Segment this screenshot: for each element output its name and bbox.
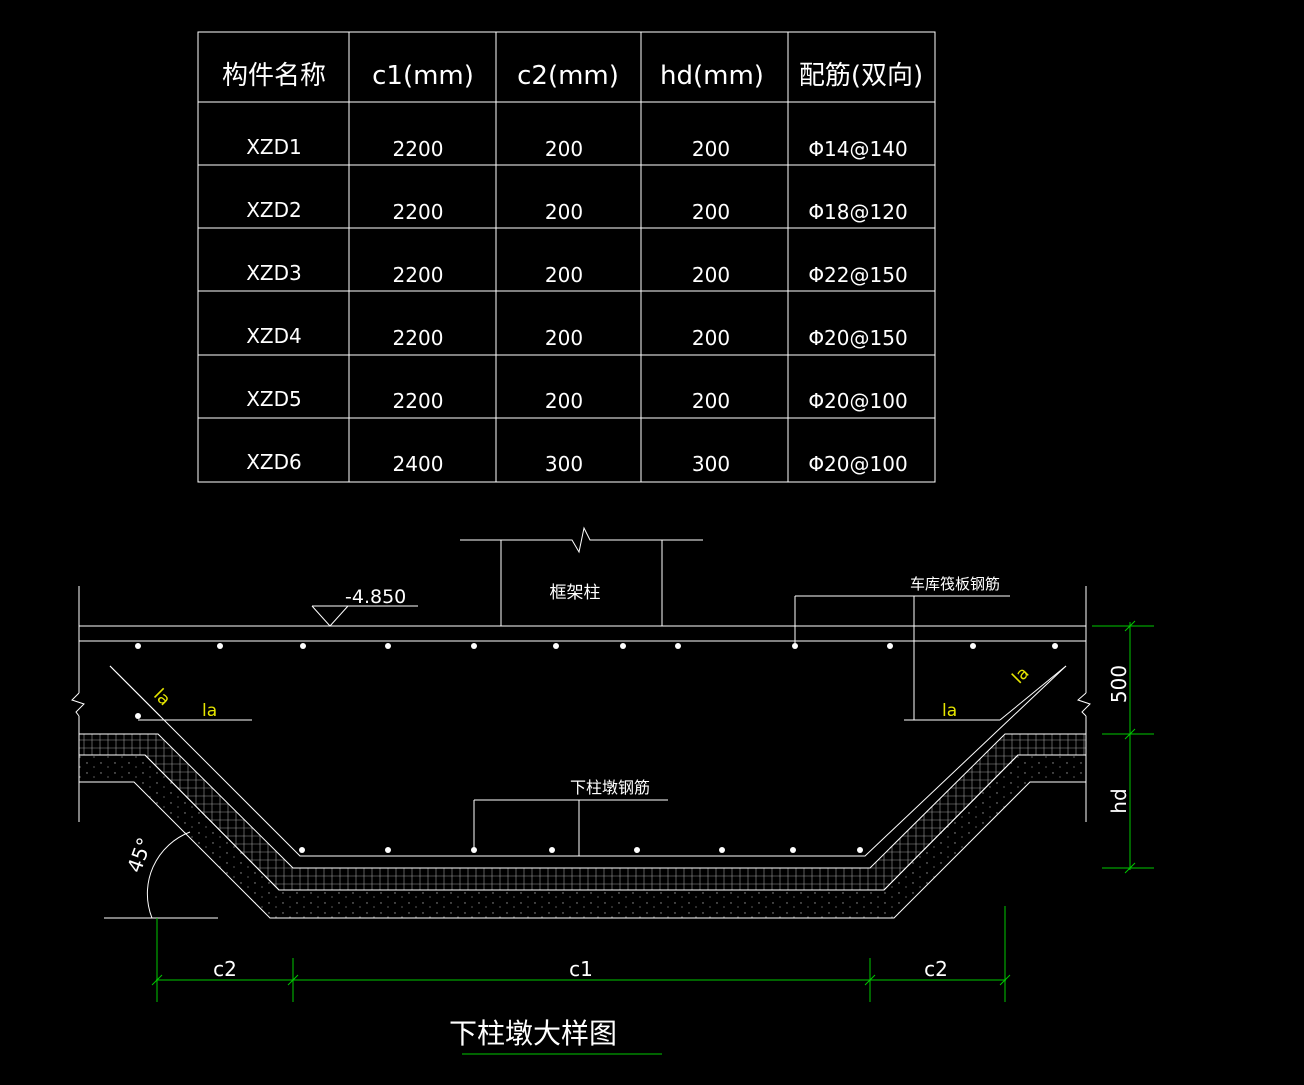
rebar-table: 构件名称 c1(mm) c2(mm) hd(mm) 配筋(双向) XZD1 22…	[197, 31, 936, 483]
table-cell: 2200	[393, 137, 444, 161]
anchorage-label: la	[149, 685, 174, 710]
pier-rebar-leader: 下柱墩钢筋	[473, 778, 668, 856]
table-cell: 200	[545, 200, 583, 224]
table-header-c2: c2(mm)	[517, 61, 619, 91]
anchorage-label: la	[1009, 663, 1034, 688]
table-header-rebar: 配筋(双向)	[799, 61, 923, 91]
table-cell: 300	[545, 452, 583, 476]
table-cell: 200	[545, 137, 583, 161]
table-header-hd: hd(mm)	[660, 61, 764, 91]
table-cell: 200	[692, 389, 730, 413]
table-cell: Φ20@150	[808, 326, 907, 350]
drawing-title-text: 下柱墩大样图	[449, 1017, 617, 1050]
concrete-layer	[78, 754, 1087, 919]
table-cell: XZD4	[246, 324, 302, 348]
dim-c2-left: c2	[213, 957, 237, 981]
slab-rebar-dots	[135, 643, 1058, 719]
table-cell: 2200	[393, 263, 444, 287]
table-cell: Φ20@100	[808, 389, 907, 413]
table-cell: XZD1	[246, 135, 302, 159]
dim-slab-thickness: 500	[1107, 665, 1131, 703]
table-cell: 2400	[393, 452, 444, 476]
table-header-c1: c1(mm)	[372, 61, 474, 91]
table-cell: Φ22@150	[808, 263, 907, 287]
table-header-name: 构件名称	[222, 61, 326, 91]
drawing-title: 下柱墩大样图	[449, 1017, 662, 1055]
table-cell: 200	[692, 200, 730, 224]
table-cell: Φ18@120	[808, 200, 907, 224]
anchorage-right: la la	[904, 596, 1067, 721]
table-cell: XZD2	[246, 198, 302, 222]
elevation-marker: -4.850	[311, 586, 418, 627]
table-cell: 2200	[393, 389, 444, 413]
anchorage-left: la la	[138, 685, 252, 721]
pier-rebar-label: 下柱墩钢筋	[570, 778, 650, 797]
vertical-dimensions: 500 hd	[1092, 620, 1154, 874]
table-cell: 200	[692, 326, 730, 350]
column: 框架柱	[460, 526, 703, 626]
table-cell: 2200	[393, 326, 444, 350]
table-cell: 200	[692, 263, 730, 287]
anchorage-label: la	[942, 701, 957, 721]
table-cell: XZD3	[246, 261, 302, 285]
anchorage-label: la	[202, 701, 217, 721]
pier-detail: 框架柱 -4.850	[71, 526, 1154, 1055]
slab-rebar-leader: 车库筏板钢筋	[794, 575, 1010, 646]
horizontal-dimensions: c2 c1 c2	[151, 906, 1011, 1002]
pier-rebar-dots	[299, 847, 863, 853]
slab-rebar-label: 车库筏板钢筋	[910, 575, 1000, 593]
table-cell: 200	[545, 263, 583, 287]
pier-rebar-line	[109, 665, 1067, 857]
column-label: 框架柱	[550, 583, 601, 603]
table-cell: XZD5	[246, 387, 302, 411]
table-cell: Φ14@140	[808, 137, 907, 161]
dim-c2-right: c2	[924, 957, 948, 981]
dim-c1: c1	[569, 957, 593, 981]
table-cell: XZD6	[246, 450, 302, 474]
table-cell: Φ20@100	[808, 452, 907, 476]
table-cell: 200	[545, 389, 583, 413]
table-cell: 2200	[393, 200, 444, 224]
table-cell: 200	[692, 137, 730, 161]
table-cell: 300	[692, 452, 730, 476]
table-border	[197, 31, 936, 483]
dim-hd: hd	[1107, 788, 1131, 813]
elevation-label: -4.850	[345, 586, 406, 608]
table-cell: 200	[545, 326, 583, 350]
